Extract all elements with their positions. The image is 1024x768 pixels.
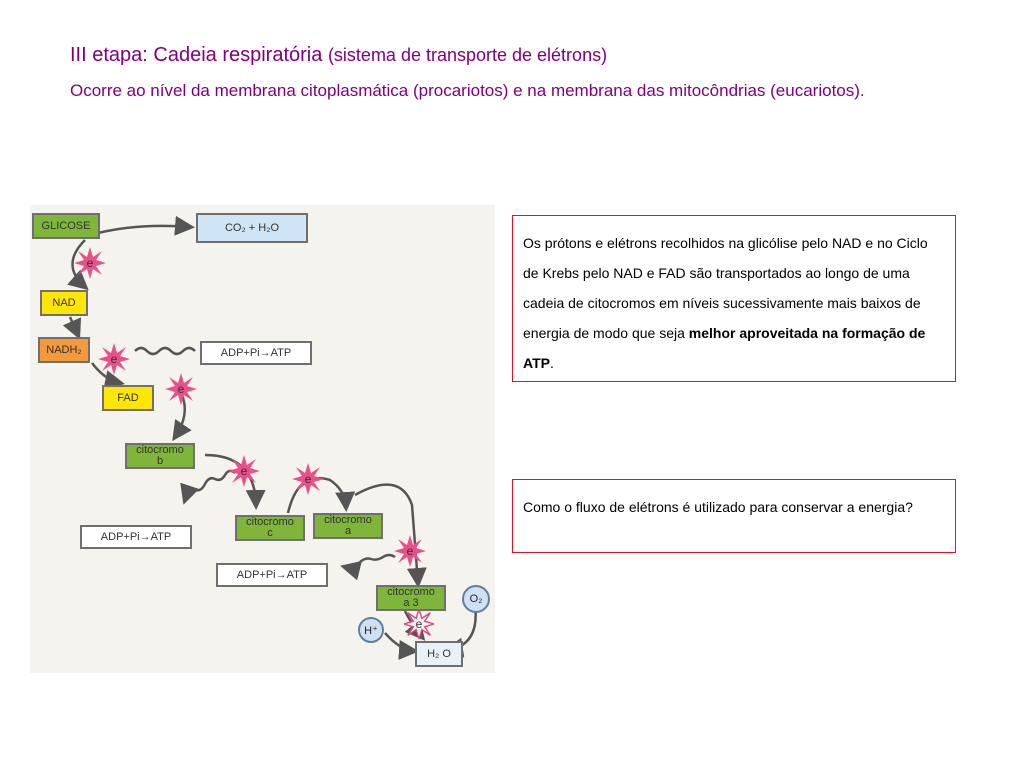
adp-atp-box-2: ADP+Pi→ATP (80, 525, 192, 549)
electron-label-2: e (110, 352, 118, 366)
question-box: Como o fluxo de elétrons é utilizado par… (512, 479, 956, 553)
star-burst-icon (404, 609, 434, 639)
fad-box: FAD (102, 385, 154, 411)
citocromo-c-box: citocromo c (235, 515, 305, 541)
arrow-nadh2-fad (91, 362, 125, 390)
citocromo-b-box: citocromo b (125, 443, 195, 469)
slide-title-paren: (sistema de transporte de elétrons) (327, 45, 608, 65)
citocromo-a3-box: citocromo a 3 (376, 585, 446, 611)
star-burst-icon (292, 463, 324, 495)
electron-star-6: e (394, 535, 426, 567)
nad-box: NAD (40, 290, 88, 316)
arrow-citc-cita (286, 476, 356, 514)
electron-star-2: e (98, 343, 130, 375)
slide-title-main: III etapa: Cadeia respiratória (70, 44, 323, 66)
explanation-emphasis: melhor aproveitada na formação de ATP (523, 325, 926, 371)
electron-label-5: e (304, 472, 312, 486)
h2o-box: H₂ O (415, 641, 463, 667)
nadh2-box: NADH₂ (38, 337, 90, 363)
electron-star-5: e (292, 463, 324, 495)
slide-subtitle: Ocorre ao nível da membrana citoplasmáti… (70, 81, 865, 100)
electron-label-3: e (177, 382, 185, 396)
electron-star-1: e (74, 247, 106, 279)
explanation-text: Os prótons e elétrons recolhidos na glic… (523, 235, 928, 341)
co2-h2o-box: CO₂ + H₂O (196, 213, 308, 243)
arrow-cita-cita3 (354, 483, 427, 588)
glicose-box: GLICOSE (32, 213, 100, 239)
electron-label-6: e (406, 544, 414, 558)
star-burst-icon (74, 247, 106, 279)
h-plus-circle: H⁺ (358, 617, 384, 643)
adp-atp-box-3: ADP+Pi→ATP (216, 563, 328, 587)
star-burst-icon (228, 455, 260, 487)
electron-star-7: e (404, 609, 434, 639)
wave-atp2 (180, 469, 236, 505)
adp-atp-box-1: ADP+Pi→ATP (200, 341, 312, 365)
star-burst-icon (98, 343, 130, 375)
citocromo-b-label1: citocromo (136, 444, 184, 456)
citocromo-a-box: citocromo a (313, 513, 383, 539)
citocromo-a-label1: citocromo (324, 514, 372, 526)
arrow-glicose-nad (67, 239, 89, 291)
star-burst-icon (165, 373, 197, 405)
citocromo-a3-label1: citocromo (387, 586, 435, 598)
question-text: Como o fluxo de elétrons é utilizado par… (523, 499, 913, 515)
citocromo-c-label1: citocromo (246, 516, 294, 528)
citocromo-b-label2: b (156, 455, 164, 467)
citocromo-c-label2: c (267, 527, 273, 539)
respiratory-chain-diagram: GLICOSE CO₂ + H₂O NAD NADH₂ FAD ADP+Pi→A… (30, 205, 495, 673)
arrow-glicose-co2 (97, 215, 195, 236)
wave-atp1 (134, 346, 196, 356)
arrow-fad-citb (172, 394, 192, 442)
arrow-nad-nadh2 (62, 316, 82, 340)
explanation-box: Os prótons e elétrons recolhidos na glic… (512, 215, 956, 382)
electron-label-7: e (415, 617, 423, 631)
electron-label-1: e (86, 256, 94, 270)
explanation-end: . (549, 355, 554, 371)
slide-title: III etapa: Cadeia respiratória (sistema … (70, 44, 607, 67)
wave-atp3 (340, 553, 396, 581)
arrow-hplus-h2o (384, 632, 419, 660)
citocromo-a3-label2: a 3 (403, 597, 419, 609)
electron-label-4: e (240, 464, 248, 478)
star-burst-icon (394, 535, 426, 567)
citocromo-a-label2: a (344, 525, 352, 537)
electron-star-4: e (228, 455, 260, 487)
o2-circle: O₂ (462, 585, 490, 613)
electron-star-3: e (165, 373, 197, 405)
